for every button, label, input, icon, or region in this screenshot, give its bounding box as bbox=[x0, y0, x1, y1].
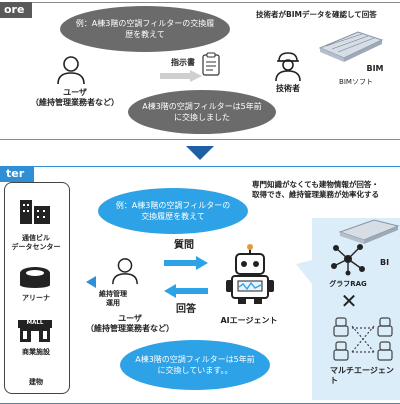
arrow-right-icon bbox=[160, 70, 202, 82]
multi-agent-label: マルチエージェント bbox=[330, 366, 394, 385]
graph-icon bbox=[330, 242, 366, 276]
mall-sign: MALL bbox=[26, 320, 44, 326]
arena-icon bbox=[18, 264, 52, 288]
maintenance-label: 維持管理 運用 bbox=[99, 290, 127, 307]
before-user-label: ユーザ （維持管理業務者など） bbox=[31, 88, 119, 107]
cross-icon: ✕ bbox=[340, 289, 358, 313]
bim-model-image bbox=[338, 216, 400, 244]
arena-label: アリーナ bbox=[22, 294, 50, 302]
before-user-bubble: 例：A棟3階の空調フィルターの交換履歴を教えて bbox=[60, 6, 230, 52]
question-arrow-icon bbox=[164, 256, 208, 270]
robot-icon bbox=[226, 244, 274, 306]
after-note: 専門知識がなくても建物情報が回答・ 取得でき、維持管理業務が効率化する bbox=[252, 180, 379, 199]
buildings-title: 建物 bbox=[29, 378, 43, 386]
technician-icon bbox=[272, 50, 304, 82]
answer-label: 回答 bbox=[176, 304, 196, 315]
before-tag: ore bbox=[0, 2, 33, 18]
mall-label: 商業施設 bbox=[22, 348, 50, 356]
datacenter-icon bbox=[18, 198, 52, 226]
after-user-bubble: 例：A棟3階の空調フィルターの交換履歴を教えて bbox=[98, 188, 248, 234]
document-icon bbox=[202, 52, 220, 76]
mall-icon bbox=[16, 318, 54, 344]
instruction-label: 指示書 bbox=[171, 58, 195, 67]
before-reply-bubble: A棟3階の空調フィルターは5年前に交換しました bbox=[128, 90, 276, 134]
bim-soft-label: BIMソフト bbox=[339, 78, 373, 86]
datacenter-label: 通信ビル データセンター bbox=[11, 234, 61, 251]
tech-callout bbox=[296, 214, 400, 400]
multi-agent-icon bbox=[330, 316, 400, 362]
bim-label-after: BI bbox=[380, 258, 390, 267]
after-user-label: ユーザ （維持管理業務者など） bbox=[86, 314, 174, 333]
answer-arrow-icon bbox=[164, 284, 208, 298]
after-tag: ter bbox=[0, 166, 35, 182]
left-triangle-icon bbox=[86, 276, 96, 288]
buildings-box bbox=[4, 182, 70, 394]
bim-label: BIM bbox=[366, 64, 384, 73]
down-arrow-icon bbox=[186, 146, 214, 160]
user-icon bbox=[55, 55, 87, 85]
question-label: 質問 bbox=[174, 240, 194, 251]
before-tech-note: 技術者がBIMデータを確認して回答 bbox=[256, 10, 377, 19]
graph-rag-label: グラフRAG bbox=[329, 280, 367, 288]
after-reply-bubble: A棟3階の空調フィルターは5年前に交換しています。。 bbox=[120, 340, 270, 390]
bim-building-image bbox=[318, 26, 384, 62]
agent-label: AIエージェント bbox=[220, 316, 278, 325]
user-icon bbox=[110, 256, 140, 286]
technician-label: 技術者 bbox=[276, 84, 300, 93]
